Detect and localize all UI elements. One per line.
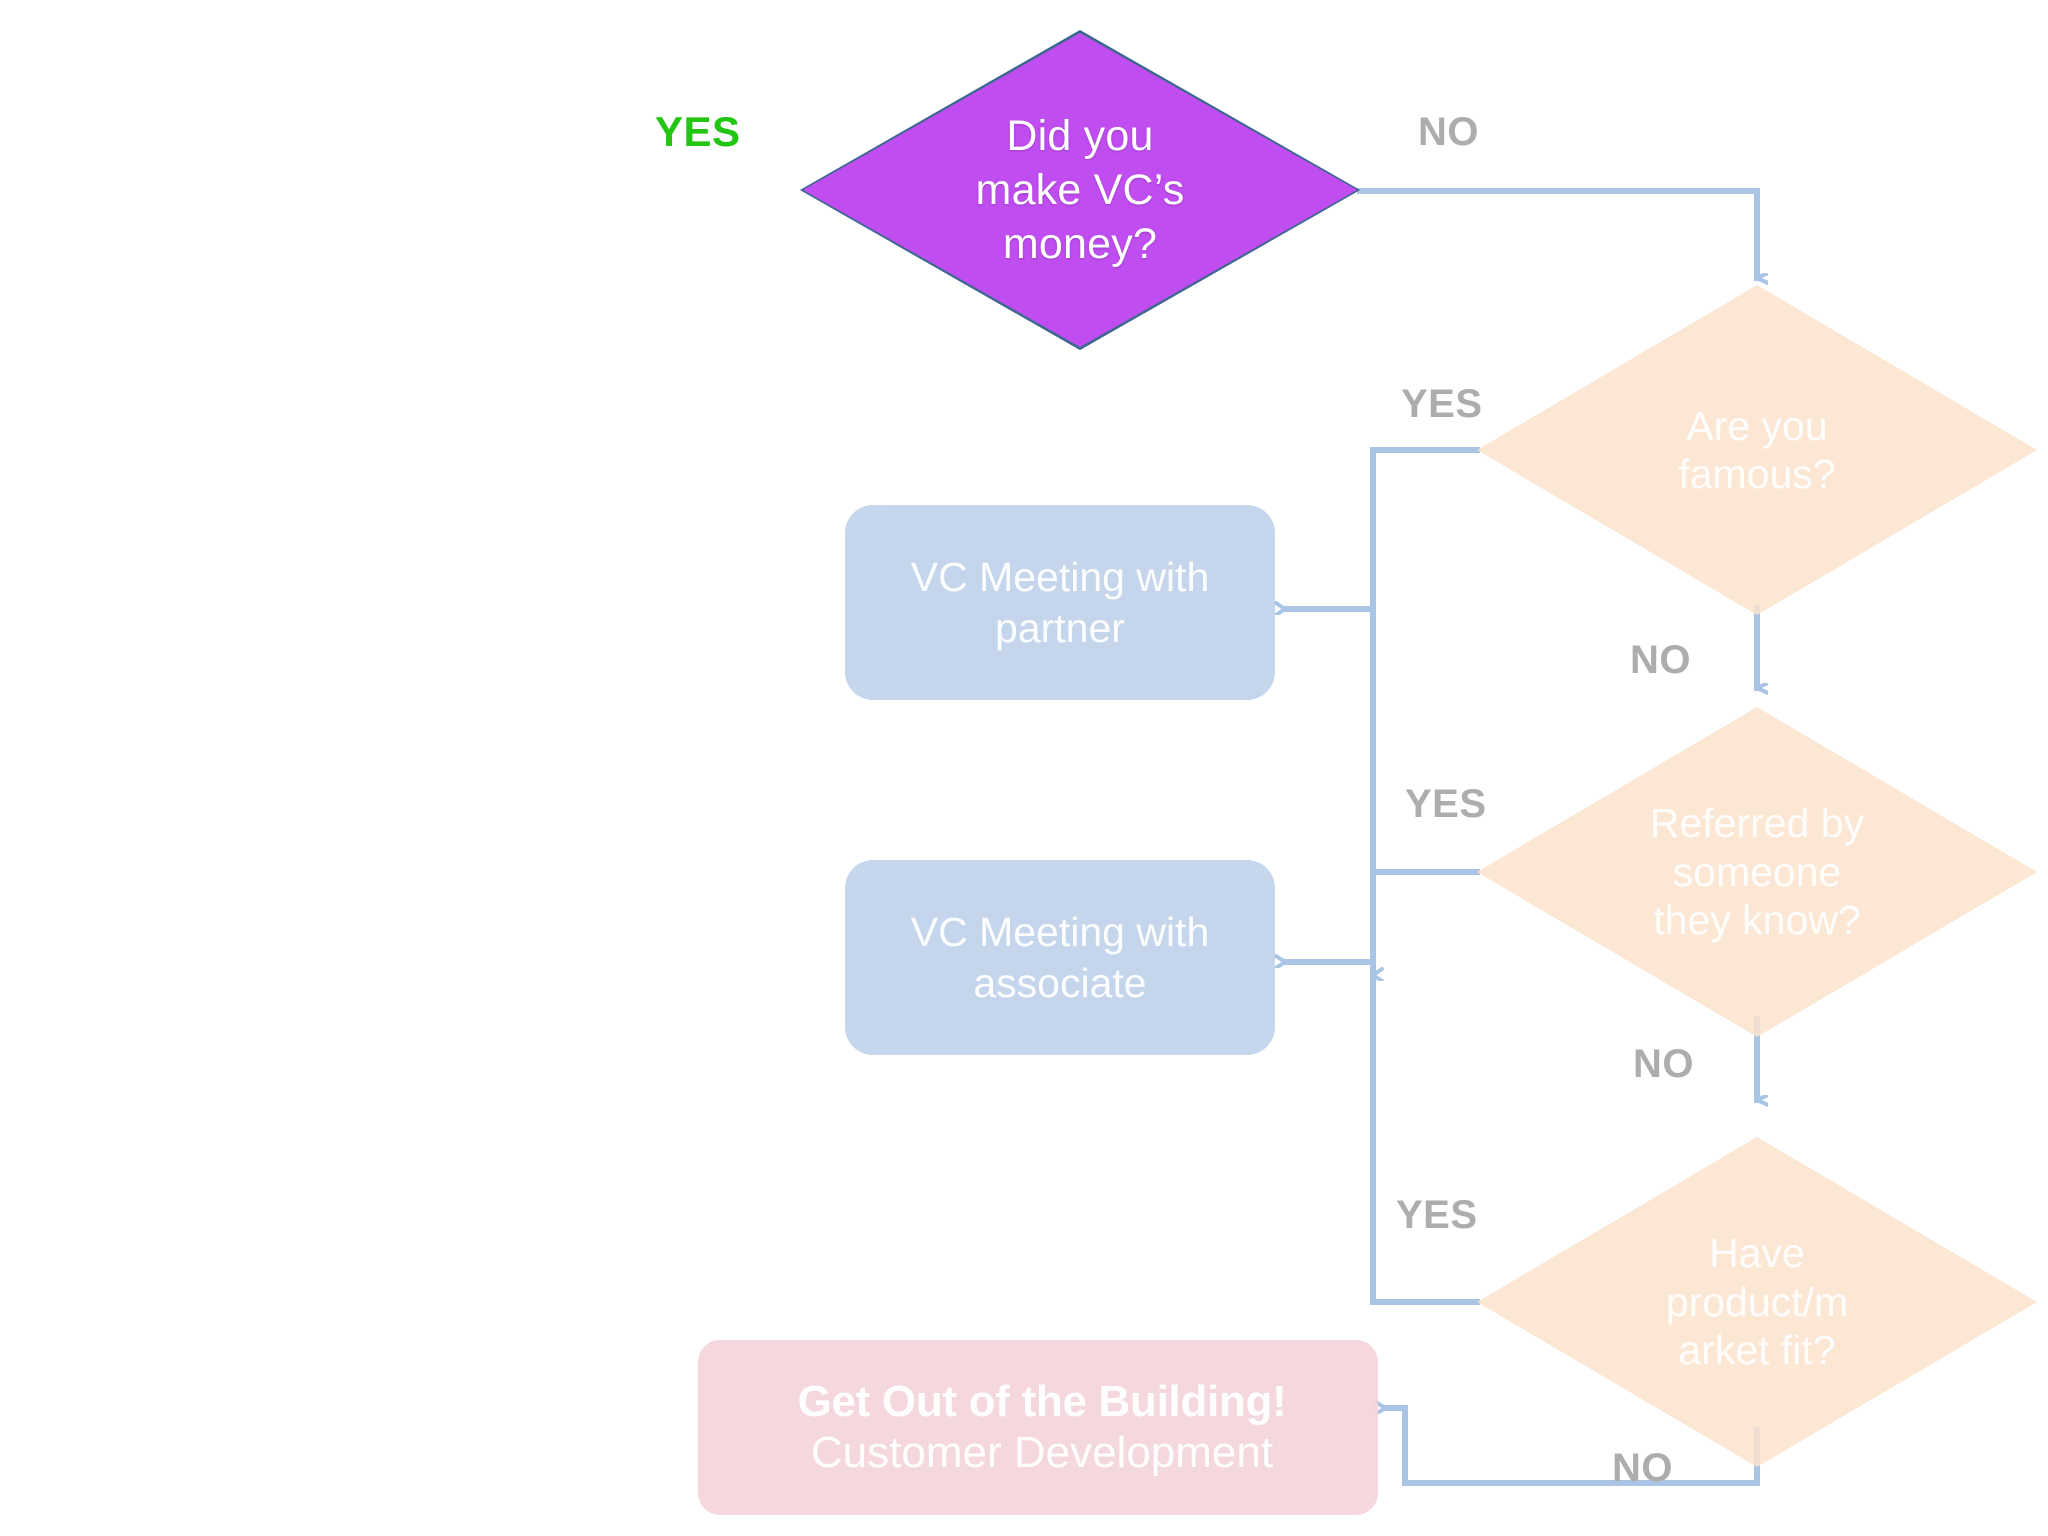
edge-label-no-pmf: NO	[1612, 1446, 1673, 1490]
node-pmf-decision-label: Have product/m arket fit?	[1595, 1229, 1920, 1374]
node-get-out-subline: Customer Development	[810, 1427, 1274, 1477]
node-get-out[interactable]: Get Out of the Building! Customer Develo…	[698, 1340, 1378, 1515]
text-line: VC Meeting with	[910, 909, 1210, 956]
node-meeting-associate[interactable]: VC Meeting with associate	[845, 860, 1275, 1055]
text-line: they know?	[1653, 897, 1861, 944]
node-referred-decision-label: Referred by someone they know?	[1595, 799, 1920, 944]
text-line: VC Meeting with	[910, 554, 1210, 601]
text-line: product/m	[1665, 1278, 1849, 1325]
text-line: Are you	[1686, 402, 1828, 449]
node-meeting-partner-label: VC Meeting with partner	[871, 552, 1249, 652]
text-line: Have	[1709, 1230, 1805, 1277]
edge-label-yes-start: YES	[655, 108, 741, 155]
text-line: arket fit?	[1678, 1327, 1836, 1374]
node-famous-decision-label: Are you famous?	[1595, 402, 1920, 499]
text-line: famous?	[1678, 451, 1836, 497]
node-referred-decision[interactable]: Referred by someone they know?	[1477, 707, 2037, 1037]
text-line: someone	[1672, 848, 1842, 895]
edge-label-yes-pmf: YES	[1396, 1193, 1478, 1237]
text-line: partner	[995, 604, 1125, 651]
node-famous-decision[interactable]: Are you famous?	[1477, 285, 2037, 615]
edge-label-no-referred: NO	[1633, 1042, 1694, 1086]
text-line: money?	[1002, 220, 1158, 269]
node-start-decision[interactable]: Did you make VC’s money?	[800, 30, 1360, 350]
text-line: associate	[973, 959, 1147, 1006]
edge-label-yes-referred: YES	[1405, 782, 1487, 826]
edge-label-no-start: NO	[1418, 110, 1479, 154]
node-pmf-decision[interactable]: Have product/m arket fit?	[1477, 1137, 2037, 1467]
text-line: make VC’s	[975, 165, 1185, 214]
node-get-out-headline: Get Out of the Building!	[797, 1377, 1287, 1427]
edge-start-no	[1357, 188, 1757, 278]
node-start-decision-label: Did you make VC’s money?	[906, 109, 1253, 272]
node-meeting-associate-label: VC Meeting with associate	[871, 907, 1249, 1007]
text-line: Did you	[1006, 111, 1154, 160]
edge-label-yes-famous: YES	[1401, 382, 1483, 426]
node-meeting-partner[interactable]: VC Meeting with partner	[845, 505, 1275, 700]
edge-label-no-famous: NO	[1630, 638, 1691, 682]
text-line: Referred by	[1649, 800, 1865, 847]
